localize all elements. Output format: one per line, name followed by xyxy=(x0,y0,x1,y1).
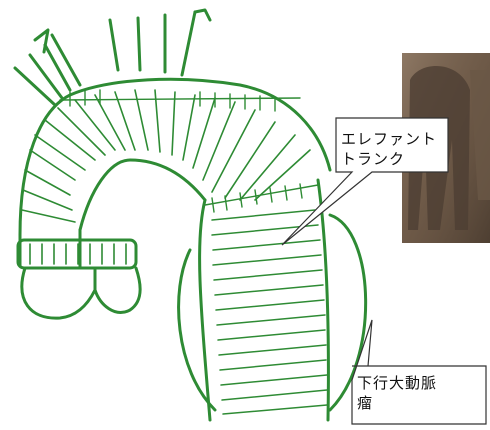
trunk-hatching xyxy=(211,209,328,415)
suture-lines xyxy=(59,89,319,213)
elephant-trunk-label: エレファント トランク xyxy=(341,130,438,168)
descending-aneurysm-label: 下行大動脈 瘤 xyxy=(357,374,438,412)
root-hatching xyxy=(29,243,127,265)
branch-vessels xyxy=(13,8,212,107)
arch-hatching xyxy=(21,89,311,223)
callout-elephant-trunk xyxy=(281,117,449,246)
descending-aorta xyxy=(177,178,368,422)
aortic-arch xyxy=(18,77,332,270)
aortic-root xyxy=(16,238,142,320)
callout-descending-aneurysm xyxy=(351,319,487,425)
